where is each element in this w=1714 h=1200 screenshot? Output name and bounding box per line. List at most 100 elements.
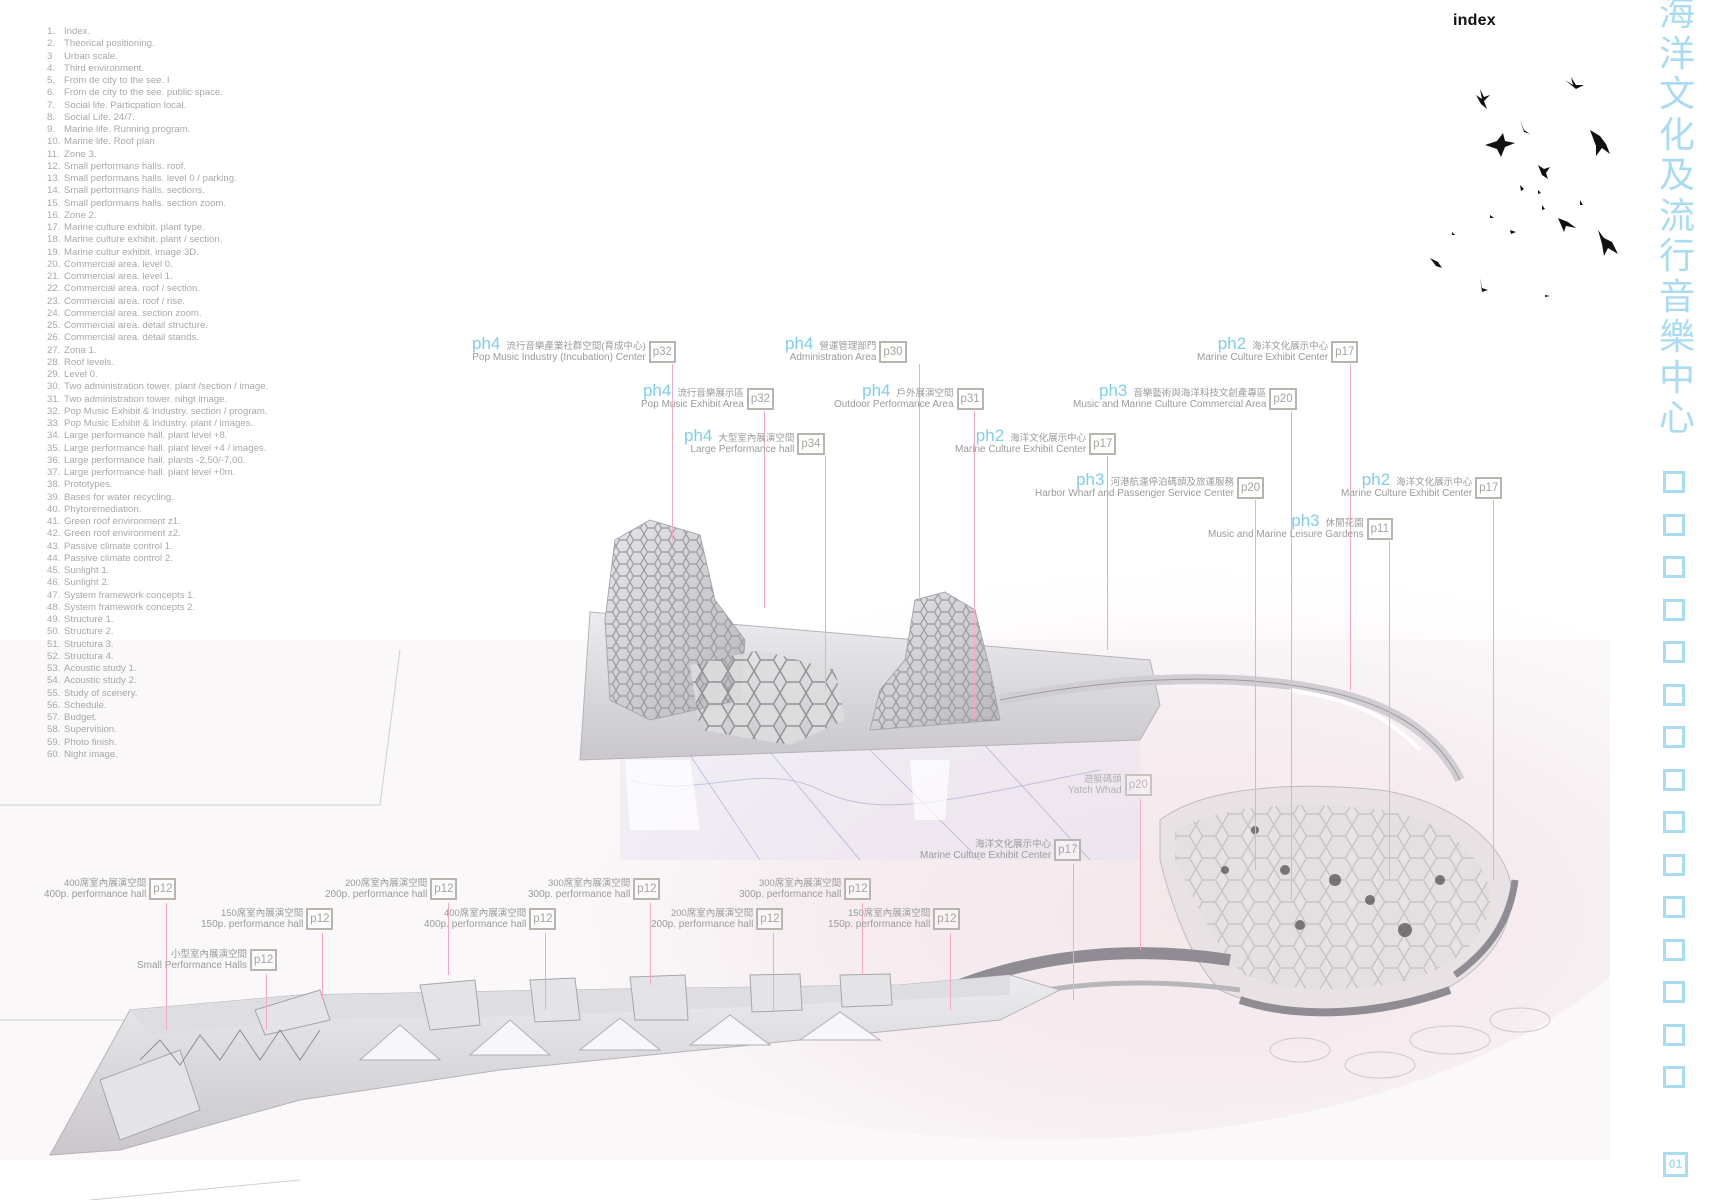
page-reference-box[interactable]: p32 (746, 388, 775, 410)
index-item[interactable]: 35.Large performance hall. plant level +… (47, 443, 268, 455)
index-item[interactable]: 50.Structure 2. (47, 626, 268, 638)
index-item[interactable]: 33.Pop Music Exhibit & Industry. plant /… (47, 418, 268, 430)
index-item[interactable]: 8.Social Life. 24/7. (47, 112, 268, 124)
index-item[interactable]: 58.Supervision. (47, 724, 268, 736)
index-item[interactable]: 21.Commercial area. level 1. (47, 271, 268, 283)
index-item[interactable]: 14.Small performans halls. sections. (47, 185, 268, 197)
page-reference-box[interactable]: p32 (648, 341, 676, 363)
index-item[interactable]: 53.Acoustic study 1. (47, 663, 268, 675)
page-reference-box[interactable]: p17 (1054, 839, 1082, 861)
index-item[interactable]: 23.Commercial area. roof / rise. (47, 296, 268, 308)
index-item[interactable]: 44.Passive climate control 2. (47, 553, 268, 565)
index-item[interactable]: 17.Marine culture exhibit. plant type. (47, 222, 268, 234)
index-item[interactable]: 12.Small performans halls. roof. (47, 161, 268, 173)
index-item[interactable]: 4.Third environment. (47, 63, 268, 75)
index-item[interactable]: 2.Theorical positioning. (47, 38, 268, 50)
index-item[interactable]: 15.Small performans halls. section zoom. (47, 198, 268, 210)
index-item[interactable]: 49.Structure 1. (47, 614, 268, 626)
index-item[interactable]: 7.Social life. Particpation local. (47, 100, 268, 112)
index-item[interactable]: 45.Sunlight 1. (47, 565, 268, 577)
index-item[interactable]: 10.Marine life. Roof plan (47, 136, 268, 148)
index-item[interactable]: 5.From de city to the see. I (47, 75, 268, 87)
index-item[interactable]: 46.Sunlight 2. (47, 577, 268, 589)
index-item[interactable]: 22.Commercial area. roof / section. (47, 283, 268, 295)
index-item[interactable]: 39.Bases for water recycling. (47, 492, 268, 504)
page-reference-box[interactable]: p12 (430, 878, 458, 900)
index-item[interactable]: 20.Commercial area. level 0. (47, 259, 268, 271)
page-reference-box[interactable]: p12 (529, 908, 557, 930)
index-item[interactable]: 37.Large performance hall. plant level +… (47, 467, 268, 479)
index-item[interactable]: 56.Schedule. (47, 700, 268, 712)
page-reference-box[interactable]: p12 (756, 908, 784, 930)
index-item[interactable]: 41.Green roof environment z1. (47, 516, 268, 528)
index-item[interactable]: 42.Green roof environment z2. (47, 528, 268, 540)
page-reference-box[interactable]: p34 (797, 433, 825, 455)
page-reference-box[interactable]: p17 (1089, 433, 1117, 455)
index-item[interactable]: 19.Marine cultur exhibit. image 3D. (47, 247, 268, 259)
index-item[interactable]: 32.Pop Music Exhibit & Industry. section… (47, 406, 268, 418)
index-item[interactable]: 54.Acoustic study 2. (47, 675, 268, 687)
index-item[interactable]: 36.Large performance hall. plants -2,50/… (47, 455, 268, 467)
index-item[interactable]: 47.System framework concepts 1. (47, 590, 268, 602)
index-item[interactable]: 60.Night image. (47, 749, 268, 761)
page-reference-box[interactable]: p12 (633, 878, 661, 900)
index-item[interactable]: 31.Two administration tower. nihgt image… (47, 394, 268, 406)
index-item[interactable]: 51.Structura 3. (47, 639, 268, 651)
index-item[interactable]: 27.Zona 1. (47, 345, 268, 357)
page-reference-box[interactable]: p20 (1269, 388, 1297, 410)
index-item[interactable]: 57.Budget. (47, 712, 268, 724)
page-reference-box[interactable]: p12 (306, 908, 334, 930)
index-item[interactable]: 28.Roof levels. (47, 357, 268, 369)
index-item[interactable]: 34.Large performance hall. plant level +… (47, 430, 268, 442)
index-item[interactable]: 48.System framework concepts 2. (47, 602, 268, 614)
index-item[interactable]: 26.Commercial area. detail stands. (47, 332, 268, 344)
index-item[interactable]: 43.Passive climate control 1. (47, 541, 268, 553)
index-item[interactable]: 38.Prototypes. (47, 479, 268, 491)
page-reference-box[interactable]: p12 (149, 878, 177, 900)
index-item[interactable]: 18.Marine culture exhibit. plant / secti… (47, 234, 268, 246)
page-reference-box[interactable]: p30 (879, 341, 907, 363)
page-reference-box[interactable]: p12 (250, 949, 278, 971)
index-item[interactable]: 1.Index. (47, 26, 268, 38)
index-item[interactable]: 11.Zone 3. (47, 149, 268, 161)
index-item[interactable]: 52.Structura 4. (47, 651, 268, 663)
index-item[interactable]: 24.Commercial area. section zoom. (47, 308, 268, 320)
page-reference-box[interactable]: p17 (1331, 341, 1359, 363)
index-item[interactable]: 59.Photo finish. (47, 737, 268, 749)
page-reference-box[interactable]: p31 (956, 388, 984, 410)
index-item[interactable]: 55.Study of scenery. (47, 688, 268, 700)
index-item[interactable]: 9.Marine life. Running program. (47, 124, 268, 136)
index-item[interactable]: 40.Phytoremediation. (47, 504, 268, 516)
page-reference-box[interactable]: p12 (844, 878, 872, 900)
page-reference-box[interactable]: p20 (1124, 774, 1152, 796)
index-item[interactable]: 25.Commercial area. detail structure. (47, 320, 268, 332)
page-reference-box[interactable]: p17 (1475, 477, 1503, 499)
page-reference-box[interactable]: p12 (933, 908, 961, 930)
page-reference-box[interactable]: p20 (1236, 477, 1265, 499)
index-item[interactable]: 29.Level 0. (47, 369, 268, 381)
index-item[interactable]: 6.From de city to the see. public space. (47, 87, 268, 99)
page-reference-box[interactable]: p11 (1366, 518, 1393, 540)
index-item[interactable]: 30.Two administration tower. plant /sect… (47, 381, 268, 393)
